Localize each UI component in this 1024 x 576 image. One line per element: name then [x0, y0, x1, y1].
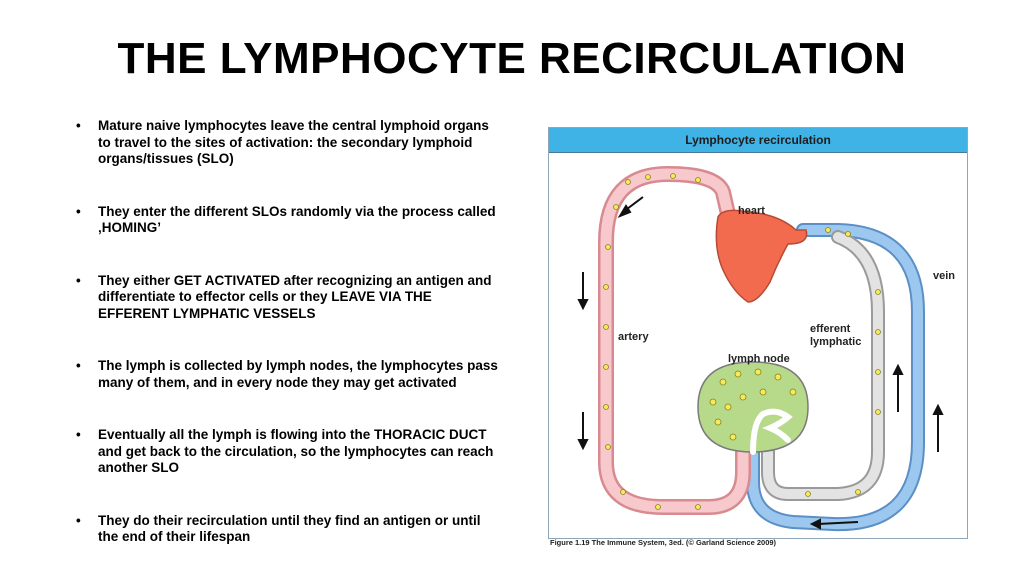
lymph-node-label: lymph node	[728, 353, 790, 365]
lymphocytes	[603, 173, 881, 510]
bullet-marker: •	[76, 512, 81, 528]
artery-label: artery	[618, 331, 649, 343]
bullet-item: • Eventually all the lymph is flowing in…	[74, 427, 504, 477]
lymphatic-label: lymphatic	[810, 336, 861, 348]
bullet-item: • The lymph is collected by lymph nodes,…	[74, 358, 504, 391]
heart-label: heart	[738, 205, 765, 217]
efferent-label: efferent	[810, 323, 851, 335]
slide-title: THE LYMPHOCYTE RECIRCULATION	[117, 34, 907, 83]
bullet-text: They enter the different SLOs randomly v…	[98, 203, 496, 236]
bullet-text: Eventually all the lymph is flowing into…	[98, 427, 494, 475]
bullet-marker: •	[76, 118, 81, 133]
bullet-item: • They do their recirculation until they…	[74, 513, 504, 546]
artery-lumen	[600, 168, 749, 513]
lymph-node-medulla	[750, 408, 793, 455]
bullet-item: • They either GET ACTIVATED after recogn…	[74, 273, 504, 323]
recirculation-diagram: heart vein efferent lymphatic artery lym…	[577, 165, 955, 532]
bullet-text: Mature naive lymphocytes leave the centr…	[98, 118, 489, 166]
figure-caption: Figure 1.19 The Immune System, 3ed. (© G…	[550, 538, 777, 547]
flow-arrows	[577, 196, 944, 530]
lymph-node	[697, 361, 809, 453]
efferent-lymphatic-lumen	[763, 232, 883, 499]
figure-header: Lymphocyte recirculation	[549, 128, 967, 153]
efferent-lymphatic-vessel	[761, 230, 885, 501]
bullet-marker: •	[76, 427, 81, 442]
bullet-text: They do their recirculation until they f…	[98, 512, 481, 545]
vein-label: vein	[933, 270, 955, 282]
bullet-text: The lymph is collected by lymph nodes, t…	[98, 358, 498, 390]
bullet-item: • They enter the different SLOs randomly…	[74, 204, 504, 237]
heart-shape	[715, 209, 808, 303]
bullet-text: They either GET ACTIVATED after recogniz…	[98, 272, 492, 321]
figure-title: Lymphocyte recirculation	[685, 133, 831, 147]
bullet-list: • Mature naive lymphocytes leave the cen…	[74, 118, 504, 546]
bullet-marker: •	[76, 203, 81, 219]
vein-lumen	[748, 225, 923, 530]
bullet-marker: •	[76, 358, 81, 373]
bullet-item: • Mature naive lymphocytes leave the cen…	[74, 118, 504, 168]
bullet-marker: •	[76, 272, 81, 288]
